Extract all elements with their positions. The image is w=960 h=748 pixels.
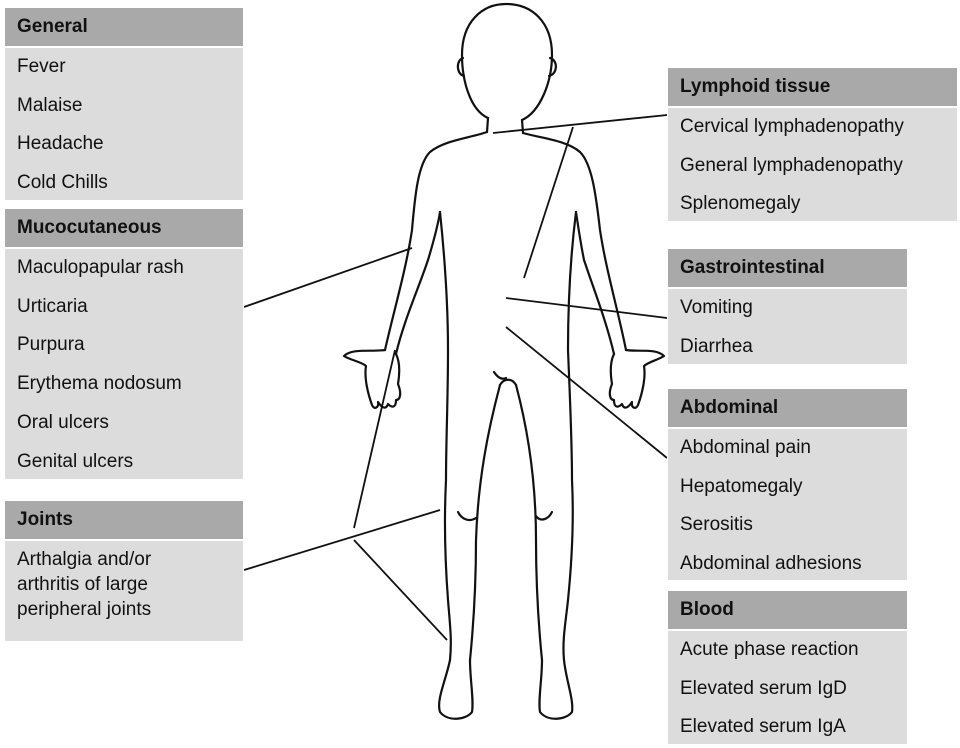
list-item: Vomiting — [680, 297, 753, 318]
list-item: Fever — [17, 56, 66, 77]
joints-box: Joints Arthalgia and/or arthritis of lar… — [4, 500, 244, 642]
connector-lymphoid-spleen — [523, 126, 574, 279]
list-item: Maculopapular rash — [17, 257, 184, 278]
gastrointestinal-box: Gastrointestinal Vomiting Diarrhea — [667, 248, 908, 365]
list-item: Diarrhea — [680, 335, 753, 357]
list-item: Abdominal pain — [680, 437, 811, 458]
list-item: Purpura — [17, 334, 85, 356]
abdominal-list: Abdominal pain Hepatomegaly Serositis Ab… — [668, 429, 907, 584]
list-item: Cold Chills — [17, 172, 108, 194]
list-item: Malaise — [17, 94, 83, 116]
list-item: Urticaria — [17, 295, 88, 317]
lymphoid-title: Lymphoid tissue — [668, 68, 957, 108]
list-item: Genital ulcers — [17, 450, 134, 472]
list-item: Cervical lymphadenopathy — [680, 116, 904, 137]
mucocutaneous-title: Mucocutaneous — [5, 209, 243, 249]
general-box: General Fever Malaise Headache Cold Chil… — [4, 7, 244, 201]
gastrointestinal-list: Vomiting Diarrhea — [668, 289, 907, 366]
list-item: Oral ulcers — [17, 411, 109, 433]
lymphoid-list: Cervical lymphadenopathy General lymphad… — [668, 108, 957, 224]
mucocutaneous-list: Maculopapular rash Urticaria Purpura Ery… — [5, 249, 243, 481]
lymphoid-box: Lymphoid tissue Cervical lymphadenopathy… — [667, 67, 958, 222]
list-item: Splenomegaly — [680, 193, 801, 215]
connector-mucocutaneous — [243, 247, 413, 308]
mucocutaneous-box: Mucocutaneous Maculopapular rash Urticar… — [4, 208, 244, 480]
connector-abdominal — [505, 326, 668, 459]
list-item: Abdominal adhesions — [680, 553, 862, 575]
human-body-outline-icon — [342, 2, 666, 720]
connector-joints-knee — [243, 509, 441, 571]
list-item: Elevated serum IgA — [680, 716, 846, 738]
gastrointestinal-title: Gastrointestinal — [668, 249, 907, 289]
list-item: Headache — [17, 133, 104, 155]
connector-joints-ankle — [353, 539, 448, 641]
joints-list: Arthalgia and/or arthritis of large peri… — [5, 541, 243, 622]
list-item: Erythema nodosum — [17, 373, 182, 395]
blood-list: Acute phase reaction Elevated serum IgD … — [668, 631, 907, 747]
connector-lines — [243, 114, 668, 641]
connector-lymphoid-neck — [492, 114, 668, 134]
list-item: Elevated serum IgD — [680, 677, 847, 699]
connector-gastrointestinal — [505, 297, 668, 319]
general-title: General — [5, 8, 243, 48]
abdominal-box: Abdominal Abdominal pain Hepatomegaly Se… — [667, 388, 908, 581]
joints-title: Joints — [5, 501, 243, 541]
blood-title: Blood — [668, 591, 907, 631]
abdominal-title: Abdominal — [668, 389, 907, 429]
list-item: Hepatomegaly — [680, 475, 803, 497]
list-item: Acute phase reaction — [680, 639, 859, 660]
list-item: Serositis — [680, 514, 753, 536]
connector-joints-wrist — [353, 349, 396, 529]
blood-box: Blood Acute phase reaction Elevated seru… — [667, 590, 908, 745]
list-item: Arthalgia and/or arthritis of large peri… — [17, 549, 152, 620]
list-item: General lymphadenopathy — [680, 154, 903, 176]
general-list: Fever Malaise Headache Cold Chills — [5, 48, 243, 203]
